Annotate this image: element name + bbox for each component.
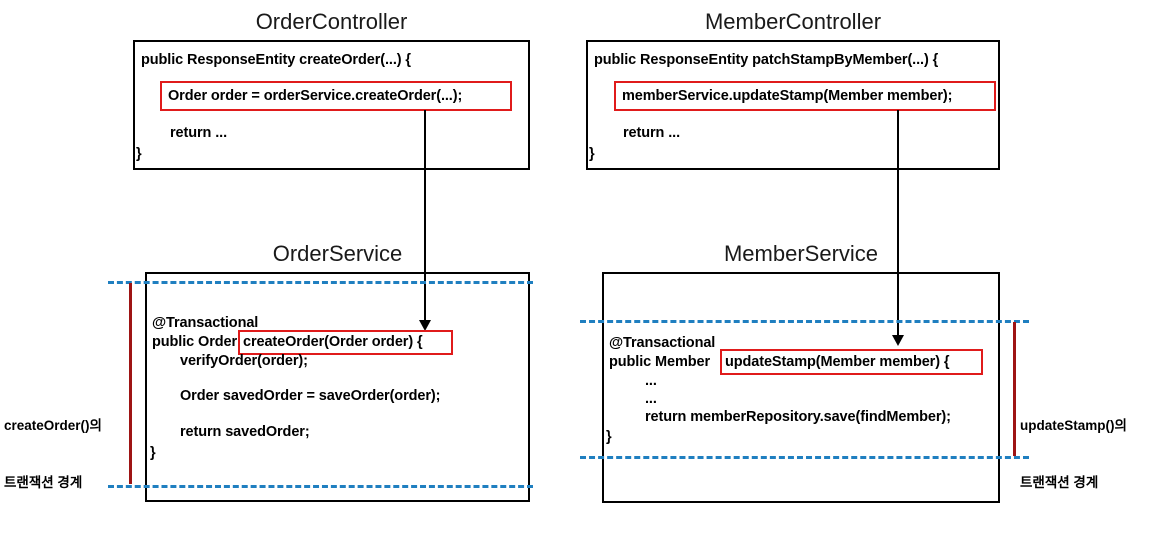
order-service-boundary-top — [108, 281, 533, 284]
member-service-line-ellipsis-2: ... — [645, 391, 657, 407]
order-flow-arrow-line — [424, 110, 426, 322]
member-boundary-label-line1: updateStamp()의 — [1020, 418, 1127, 433]
member-flow-arrow-head — [892, 335, 904, 346]
member-controller-closing-brace: } — [589, 146, 595, 162]
member-service-box — [602, 272, 1000, 503]
order-flow-arrow-head — [419, 320, 431, 331]
member-service-boundary-top — [580, 320, 1029, 323]
order-controller-box — [133, 40, 530, 170]
member-controller-return: return ... — [623, 125, 681, 141]
order-service-box — [145, 272, 530, 502]
order-controller-call-text: Order order = orderService.createOrder(.… — [168, 88, 463, 104]
order-service-signature-text: createOrder(Order order) { — [243, 334, 423, 350]
member-service-closing-brace: } — [606, 429, 612, 445]
order-controller-closing-brace: } — [136, 146, 142, 162]
order-service-title: OrderService — [272, 241, 403, 266]
order-controller-return: return ... — [170, 125, 228, 141]
order-boundary-label-line2: 트랜잭션 경계 — [4, 475, 83, 490]
member-service-title: MemberService — [723, 241, 879, 266]
member-service-signature-text: updateStamp(Member member) { — [725, 354, 950, 370]
order-boundary-label-line1: createOrder()의 — [4, 418, 102, 433]
member-service-line-return: return memberRepository.save(findMember)… — [645, 409, 951, 425]
order-service-line-save: Order savedOrder = saveOrder(order); — [180, 388, 441, 404]
order-service-modifier: public Order — [152, 334, 238, 350]
member-flow-arrow-line — [897, 110, 899, 337]
order-controller-call-highlight — [160, 81, 512, 111]
order-service-annotation: @Transactional — [152, 315, 259, 331]
member-service-line-ellipsis-1: ... — [645, 373, 657, 389]
member-service-boundary-bottom — [580, 456, 1029, 459]
member-boundary-label: updateStamp()의 트랜잭션 경계 — [1020, 378, 1148, 530]
order-service-signature-highlight — [238, 330, 453, 355]
order-service-line-return: return savedOrder; — [180, 424, 310, 440]
member-controller-title: MemberController — [704, 9, 882, 34]
member-service-signature-highlight — [720, 349, 983, 375]
member-controller-call-highlight — [614, 81, 996, 111]
member-boundary-label-line2: 트랜잭션 경계 — [1020, 475, 1099, 490]
order-service-boundary-bottom — [108, 485, 533, 488]
member-service-boundary-bar — [1013, 322, 1016, 456]
order-controller-title: OrderController — [255, 9, 408, 34]
member-controller-signature: public ResponseEntity patchStampByMember… — [594, 52, 939, 68]
member-service-modifier: public Member — [609, 354, 711, 370]
order-service-closing-brace: } — [150, 445, 156, 461]
order-boundary-label: createOrder()의 트랜잭션 경계 — [4, 378, 126, 530]
order-service-line-verify: verifyOrder(order); — [180, 353, 308, 369]
order-controller-signature: public ResponseEntity createOrder(...) { — [141, 52, 411, 68]
member-controller-call-text: memberService.updateStamp(Member member)… — [622, 88, 953, 104]
member-service-annotation: @Transactional — [609, 335, 716, 351]
member-controller-box — [586, 40, 1000, 170]
order-service-boundary-bar — [129, 283, 132, 484]
